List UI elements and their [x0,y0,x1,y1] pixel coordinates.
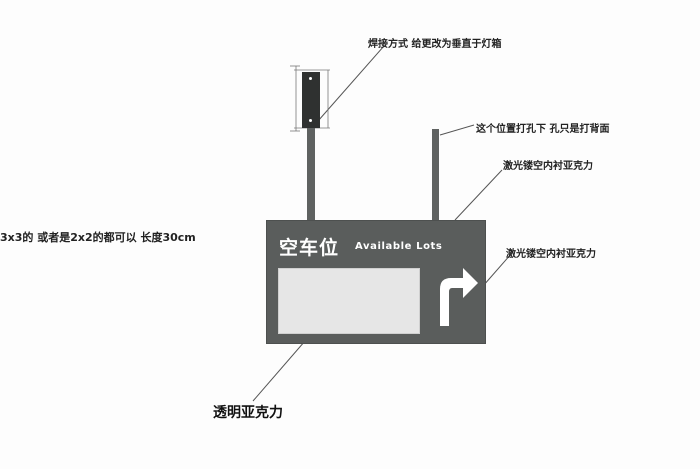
acrylic-material-note: 透明亚克力 [213,405,283,421]
light-box-top-screw [309,77,312,80]
leader-line-weld [317,45,385,122]
laser-cut-note-top: 激光镂空内衬亚克力 [503,161,593,172]
post-size-note: 3x3的 或者是2x2的都可以 长度30cm [0,231,196,244]
leader-line-hole [439,124,475,136]
parking-sign-panel: 空车位 Available Lots [266,220,486,344]
light-box-dimension-bracket [290,65,330,132]
right-hanging-post [432,129,439,221]
weld-method-note: 焊接方式 给更改为垂直于灯箱 [368,39,502,50]
light-box-bottom-screw [309,119,312,122]
hole-position-note: 这个位置打孔下 孔只是打背面 [476,124,610,135]
turn-right-arrow-icon [440,268,478,326]
leader-line-laser-top [454,169,503,221]
welded-light-box [302,72,320,128]
laser-cut-note-right: 激光镂空内衬亚克力 [506,249,596,260]
sign-subtitle: Available Lots [355,241,443,252]
transparent-acrylic-window [278,268,420,334]
sign-title: 空车位 [279,237,340,259]
leader-line-laser-right [482,252,513,287]
left-hanging-post [307,128,315,221]
